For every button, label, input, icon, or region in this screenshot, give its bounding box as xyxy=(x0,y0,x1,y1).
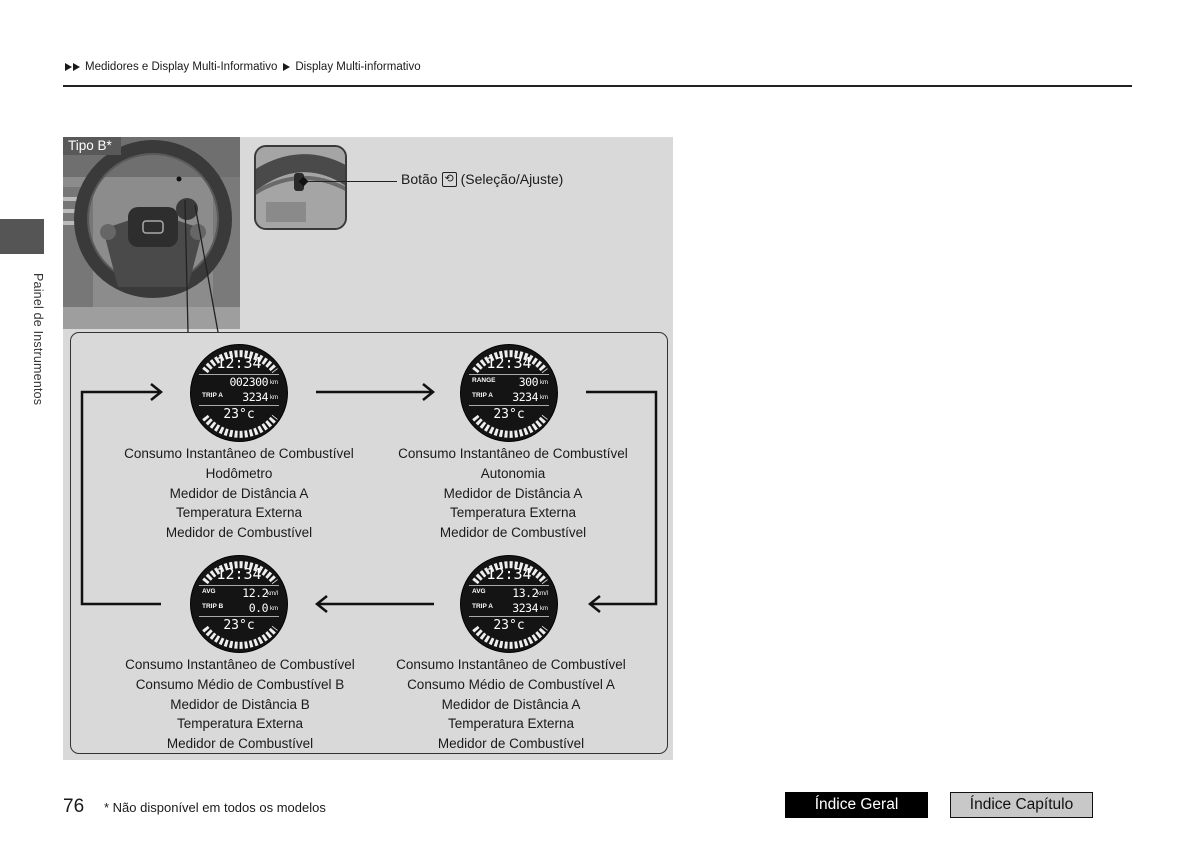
callout-suffix: (Seleção/Ajuste) xyxy=(461,171,564,187)
caption-line: Autonomia xyxy=(383,464,643,484)
display-gauge-range: 12:34 RANGE 300 km TRIP A 3234 km 23°c xyxy=(460,344,558,442)
row2-label: TRIP A xyxy=(202,392,223,399)
caption-odometer: Consumo Instantâneo de Combustível Hodôm… xyxy=(109,444,369,543)
range-value: 300 xyxy=(519,375,538,389)
outside-temp: 23°c xyxy=(191,618,287,633)
row2-unit: km xyxy=(270,395,278,401)
row2-label: TRIP A xyxy=(472,603,493,610)
row2-unit: km xyxy=(540,395,548,401)
row1-label: RANGE xyxy=(472,377,495,384)
caption-line: Temperatura Externa xyxy=(383,503,643,523)
display-gauge-odometer: 12:34 002300 km TRIP A 3234 km 23°c xyxy=(190,344,288,442)
callout-leader-line xyxy=(304,181,397,182)
trip-value: 0.0 xyxy=(249,601,268,615)
caption-line: Medidor de Distância A xyxy=(381,695,641,715)
trip-value: 3234 xyxy=(512,390,538,404)
breadcrumb-link-meters[interactable]: Medidores e Display Multi-Informativo xyxy=(85,61,277,73)
caption-line: Consumo Instantâneo de Combustível xyxy=(109,444,369,464)
page-number: 76 xyxy=(63,796,84,818)
row1-unit: km xyxy=(270,380,278,386)
caption-range: Consumo Instantâneo de Combustível Auton… xyxy=(383,444,643,543)
caption-line: Medidor de Combustível xyxy=(381,734,641,754)
caption-line: Medidor de Distância A xyxy=(109,484,369,504)
row1-label: AVG xyxy=(472,588,486,595)
caption-avg-a: Consumo Instantâneo de Combustível Consu… xyxy=(381,655,641,754)
gauge-clock: 12:34 xyxy=(191,356,287,371)
row2-unit: km xyxy=(270,606,278,612)
caption-line: Temperatura Externa xyxy=(381,714,641,734)
type-label: Tipo B* xyxy=(63,137,121,155)
caption-line: Medidor de Distância B xyxy=(110,695,370,715)
caption-line: Medidor de Combustível xyxy=(110,734,370,754)
avg-consumption-value: 12.2 xyxy=(242,586,268,600)
steering-wheel-photo xyxy=(63,137,240,329)
outside-temp: 23°c xyxy=(461,407,557,422)
gauge-clock: 12:34 xyxy=(461,567,557,582)
display-gauge-avg-b: 12:34 AVG 12.2 km/l TRIP B 0.0 km 23°c xyxy=(190,555,288,653)
trip-value: 3234 xyxy=(242,390,268,404)
callout-prefix: Botão xyxy=(401,171,438,187)
triangle-right-icon xyxy=(283,63,290,71)
row1-unit: km/l xyxy=(267,591,278,597)
caption-line: Consumo Instantâneo de Combustível xyxy=(381,655,641,675)
outside-temp: 23°c xyxy=(191,407,287,422)
chapter-tab[interactable] xyxy=(0,219,44,254)
row1-unit: km xyxy=(540,380,548,386)
caption-line: Consumo Médio de Combustível B xyxy=(110,675,370,695)
caption-line: Consumo Instantâneo de Combustível xyxy=(110,655,370,675)
select-reset-knob-icon: ⟲ xyxy=(442,172,457,187)
triangle-right-icon xyxy=(73,63,80,71)
caption-line: Consumo Instantâneo de Combustível xyxy=(383,444,643,464)
avg-consumption-value: 13.2 xyxy=(512,586,538,600)
caption-line: Consumo Médio de Combustível A xyxy=(381,675,641,695)
breadcrumb: Medidores e Display Multi-Informativo Di… xyxy=(65,59,427,75)
trip-value: 3234 xyxy=(512,601,538,615)
breadcrumb-link-display[interactable]: Display Multi-informativo xyxy=(295,61,420,73)
caption-line: Medidor de Combustível xyxy=(383,523,643,543)
row2-label: TRIP A xyxy=(472,392,493,399)
header-divider xyxy=(63,85,1132,87)
odometer-value: 002300 xyxy=(229,375,268,389)
caption-line: Medidor de Distância A xyxy=(383,484,643,504)
gauge-clock: 12:34 xyxy=(461,356,557,371)
gauge-clock: 12:34 xyxy=(191,567,287,582)
general-index-button[interactable]: Índice Geral xyxy=(785,792,928,818)
zoom-inset xyxy=(254,145,347,230)
footnote: * Não disponível em todos os modelos xyxy=(104,800,326,815)
display-gauge-avg-a: 12:34 AVG 13.2 km/l TRIP A 3234 km 23°c xyxy=(460,555,558,653)
chapter-index-button[interactable]: Índice Capítulo xyxy=(950,792,1093,818)
row2-label: TRIP B xyxy=(202,603,223,610)
row1-label: AVG xyxy=(202,588,216,595)
row2-unit: km xyxy=(540,606,548,612)
triangle-right-icon xyxy=(65,63,72,71)
caption-line: Medidor de Combustível xyxy=(109,523,369,543)
caption-line: Temperatura Externa xyxy=(109,503,369,523)
button-callout: Botão ⟲ (Seleção/Ajuste) xyxy=(401,171,563,187)
row1-unit: km/l xyxy=(537,591,548,597)
caption-line: Temperatura Externa xyxy=(110,714,370,734)
caption-avg-b: Consumo Instantâneo de Combustível Consu… xyxy=(110,655,370,754)
chapter-label: Painel de Instrumentos xyxy=(25,273,45,423)
caption-line: Hodômetro xyxy=(109,464,369,484)
outside-temp: 23°c xyxy=(461,618,557,633)
